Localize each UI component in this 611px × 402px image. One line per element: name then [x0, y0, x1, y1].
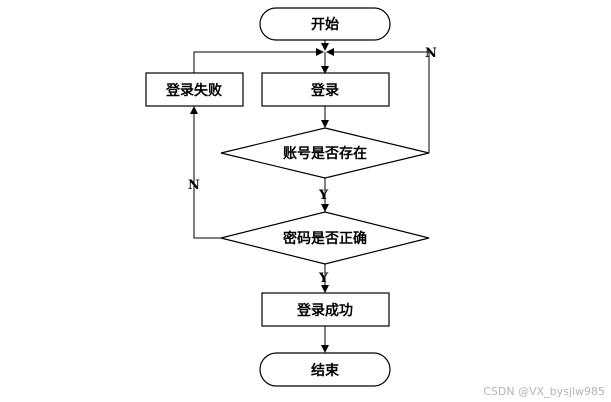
- edge-fail-to-login: [193, 48, 324, 73]
- password-correct-label: 密码是否正确: [282, 230, 367, 247]
- account-exists-label: 账号是否存在: [283, 145, 367, 162]
- login-success-label: 登录成功: [296, 302, 353, 319]
- start-label: 开始: [311, 16, 339, 33]
- login-fail-node: 登录失败: [145, 72, 244, 107]
- password-yes-label: Y: [318, 271, 329, 286]
- edge-password-no: [190, 106, 221, 239]
- end-label: 结束: [311, 362, 340, 379]
- edge-account-no: [326, 48, 430, 153]
- login-fail-label: 登录失败: [165, 82, 223, 99]
- watermark-text: CSDN @VX_bysjlw985: [483, 385, 605, 398]
- login-label: 登录: [310, 82, 339, 99]
- account-yes-label: Y: [318, 188, 329, 203]
- password-no-label: N: [188, 178, 200, 193]
- password-correct-node: 密码是否正确: [220, 211, 430, 265]
- end-node: 结束: [259, 352, 391, 387]
- start-node: 开始: [259, 7, 391, 41]
- account-no-label: N: [425, 46, 437, 61]
- account-exists-node: 账号是否存在: [220, 127, 430, 179]
- login-success-node: 登录成功: [261, 292, 390, 327]
- login-node: 登录: [261, 72, 390, 107]
